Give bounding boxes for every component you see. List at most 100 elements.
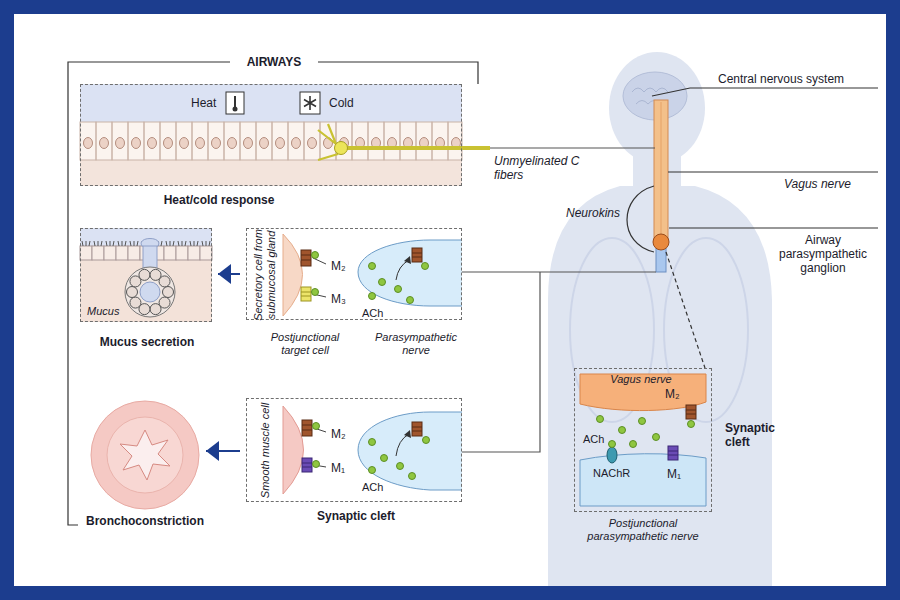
mucus-plume [141,239,159,247]
neurokins-bracket [627,186,654,252]
epithelium [80,122,462,160]
cell [188,246,200,260]
cell [416,122,432,160]
smooth-muscle-cell [283,406,304,494]
leader-line [462,147,655,148]
arrow-connector [206,441,240,461]
arrowhead [404,430,411,438]
vagus-core [661,102,662,240]
airway-lumen [80,84,462,122]
m2-receptor [302,420,312,436]
submucosa [80,160,462,186]
cell [240,122,256,160]
label-text: Smooth muscle cell [259,399,272,503]
nucleus [132,138,141,149]
label-text: AIRWAYS [230,55,318,69]
label-text: Heat/cold response [119,193,319,207]
m2-autoreceptor [412,422,422,436]
nerve-wire [462,272,656,452]
nerve-terminal [358,240,462,306]
snowflake-icon [300,92,320,114]
arrow-connector [218,264,240,284]
cilia [190,241,198,246]
cell [288,122,304,160]
nucleus [148,138,157,149]
cell [304,122,320,160]
label-text: Synaptic cleft [306,509,406,523]
cilia [178,241,186,246]
arrowhead [404,256,411,264]
ach-dots [312,252,429,304]
feedback-arrow [396,434,409,456]
body-silhouette [548,52,772,586]
bronchus-wall [91,401,199,509]
label-text: M₁ [667,467,681,481]
cell [80,246,92,260]
gland-cell [127,287,138,298]
cilia [94,241,102,246]
label-text: Bronchoconstriction [75,514,215,528]
cell [176,122,192,160]
gland-lumen [140,282,160,302]
panel-box: Secretory cell from submucosal glandM₂M₃… [246,228,462,320]
label-text: Postjunctional target cell [259,331,351,357]
cell [400,122,416,160]
nucleus [244,138,253,149]
nucleus [164,138,173,149]
cell [256,122,272,160]
m1-receptor [668,446,678,460]
ganglion [653,234,669,250]
label-text: ACh [362,481,383,494]
cell [96,122,112,160]
zoom-line [666,252,705,368]
nucleus [116,138,125,149]
panel-box: Smooth muscle cellM₂M₁AChSynaptic cleft [246,398,462,502]
panel-box: HeatColdHeat/cold response [80,84,462,186]
panel-box: Vagus nerveM₂AChNAChRM₁Synaptic cleftPos… [574,368,712,512]
bronchus-lumen [120,430,170,480]
cell [192,122,208,160]
m2-receptor [301,250,311,266]
cilia [82,241,90,246]
label-text: M₂ [665,387,680,401]
epithelial-cells [80,122,462,160]
submucosal-gland [125,267,175,317]
label-text: M₃ [331,292,346,306]
airways-bracket [68,62,478,525]
cell [116,246,128,260]
m3-receptor [301,287,311,301]
cell [164,246,176,260]
gland-cells [127,269,174,314]
label-text: Mucus secretion [71,335,223,349]
nucleus [212,138,221,149]
feedback-arrow [396,260,409,280]
gland-cell [159,276,170,287]
airway-lumen [80,228,212,246]
nucleus [276,138,285,149]
cell [128,122,144,160]
cell [176,246,188,260]
nucleus [228,138,237,149]
gland-cell [163,287,174,298]
leader-line [669,227,878,228]
cell [432,122,448,160]
leader-line [652,88,878,96]
arrowhead [206,441,219,461]
gland-cell [130,297,141,308]
cilia [106,241,114,246]
gland-tissue [80,228,212,322]
ach-dots [597,416,695,448]
ach-dots [313,423,430,480]
label-text: Cold [329,96,354,110]
cilia [202,241,210,246]
secretory-cell [283,234,303,316]
cilia [130,241,138,246]
vagus-tube [654,100,668,242]
nucleus [308,138,317,149]
nucleus [84,138,93,149]
label-text: Neurokins [556,206,620,220]
gland-cell [139,269,150,280]
nerve-terminal [358,412,462,490]
